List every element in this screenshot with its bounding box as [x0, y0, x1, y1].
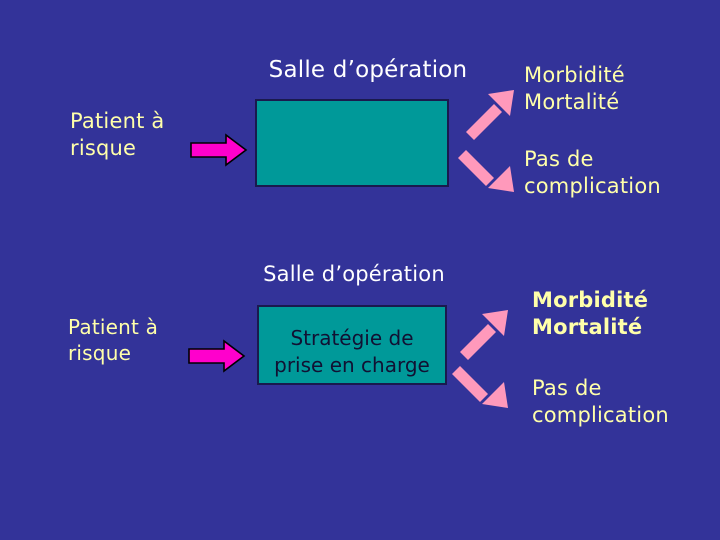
bottom-pink-down-arrow: [452, 362, 514, 410]
top-outcome-morbidity-mortality: Morbidité Mortalité: [524, 63, 625, 114]
top-operating-room-title: Salle d’opération: [268, 57, 468, 83]
top-pink-down-arrow: [458, 146, 520, 194]
bottom-strategy-box: Stratégie de prise en charge: [257, 305, 447, 385]
bottom-patient-at-risk-label: Patient à risque: [68, 315, 159, 365]
bottom-strategy-box-text: Stratégie de prise en charge: [274, 326, 430, 377]
bottom-operating-room-title: Salle d’opération: [263, 262, 445, 286]
bottom-outcome-no-complication: Pas de complication: [532, 376, 669, 427]
top-patient-at-risk-label: Patient à risque: [70, 109, 165, 160]
bottom-magenta-right-arrow: [188, 339, 246, 373]
top-magenta-right-arrow: [190, 133, 248, 167]
bottom-outcome-morbidity-mortality: Morbidité Mortalité: [532, 288, 649, 339]
top-operating-room-box: [255, 99, 449, 187]
top-outcome-no-complication: Pas de complication: [524, 147, 661, 198]
top-pink-up-arrow: [464, 88, 520, 140]
bottom-pink-up-arrow: [458, 308, 514, 360]
